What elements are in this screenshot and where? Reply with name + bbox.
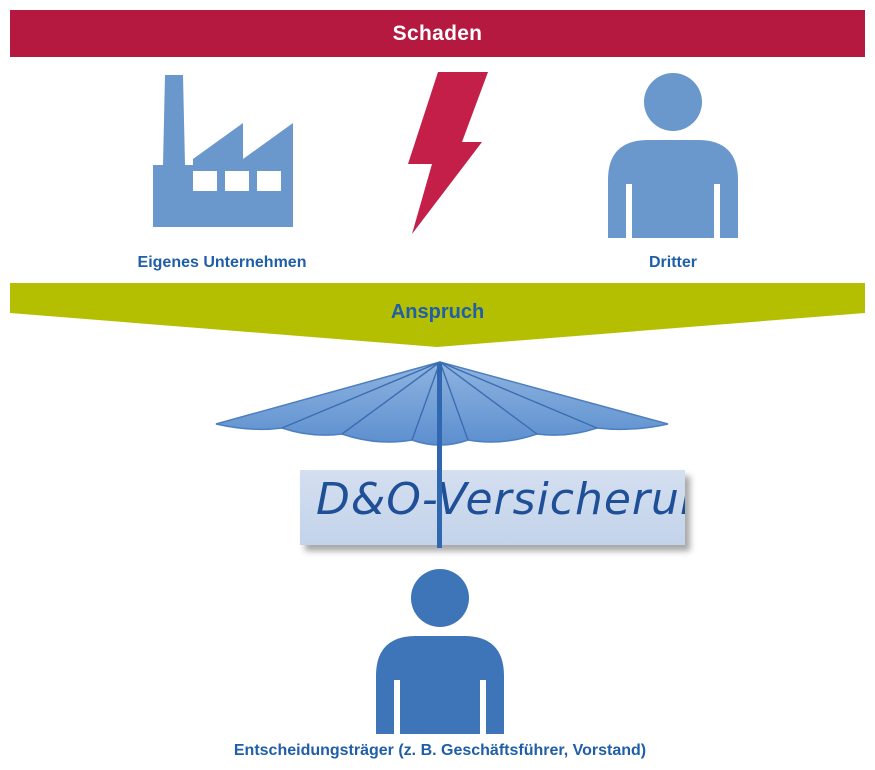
anspruch-banner: Anspruch — [10, 283, 865, 349]
anspruch-label: Anspruch — [390, 301, 485, 323]
do-versicherung-label: D&O-Versicherung — [316, 474, 685, 525]
do-versicherung-card: D&O-Versicherung — [300, 470, 685, 545]
schaden-banner: Schaden — [10, 10, 865, 57]
label-dritter: Dritter — [648, 254, 697, 271]
person-icon — [376, 569, 504, 734]
label-entscheidungstraeger: Entscheidungsträger (z. B. Geschäftsführ… — [233, 742, 647, 759]
schaden-label: Schaden — [392, 21, 483, 45]
lightning-bolt-icon — [408, 72, 488, 234]
factory-icon — [153, 75, 293, 227]
label-eigenes-unternehmen: Eigenes Unternehmen — [137, 254, 307, 271]
umbrella-icon — [215, 361, 669, 538]
person-icon — [608, 73, 738, 238]
umbrella-pole — [437, 470, 442, 548]
